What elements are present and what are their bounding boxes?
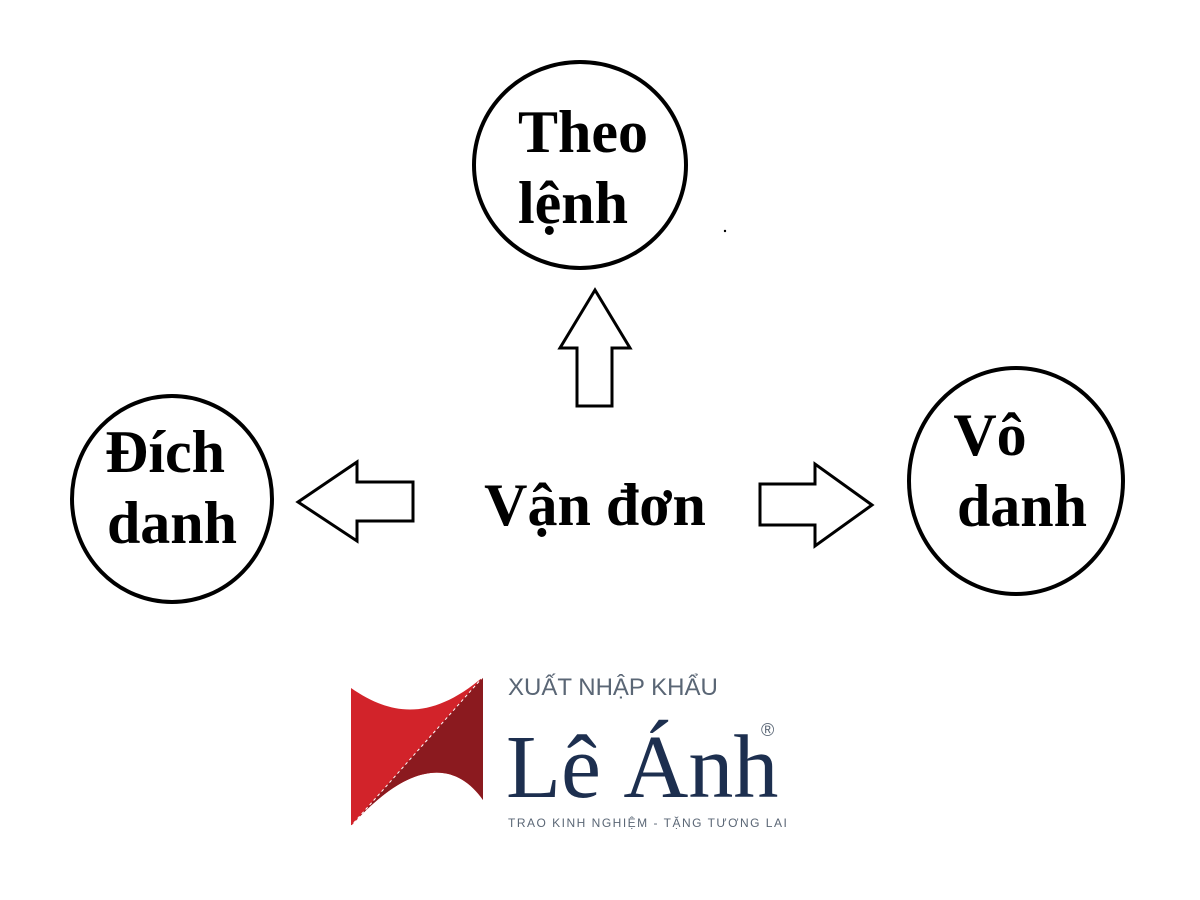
logo-tagline-top: XUẤT NHẬP KHẨU (508, 673, 718, 701)
arrow-left-icon (295, 459, 415, 544)
le-anh-logo-mark (350, 676, 484, 827)
logo-tagline-bottom: TRAO KINH NGHIỆM - TẶNG TƯƠNG LAI (508, 815, 788, 830)
theo-lenh-line2: lệnh (518, 170, 628, 236)
logo-brand: Lê Ánh (506, 718, 778, 817)
theo-lenh-line1: Theo (518, 99, 648, 165)
vo-danh-line1: Vô (953, 402, 1026, 468)
dich-danh-circle (70, 394, 274, 604)
vo-danh-line2: danh (957, 473, 1087, 539)
arrow-up-icon (557, 287, 633, 408)
dich-danh-line1: Đích (105, 419, 225, 485)
dich-danh-line2: danh (107, 490, 237, 556)
stray-dot (723, 229, 727, 233)
vo-danh-circle (907, 366, 1125, 596)
logo-registered: ® (761, 720, 774, 740)
arrow-right-icon (758, 461, 875, 549)
van-don-label: Vận đơn (484, 472, 706, 538)
theo-lenh-circle (472, 60, 688, 270)
